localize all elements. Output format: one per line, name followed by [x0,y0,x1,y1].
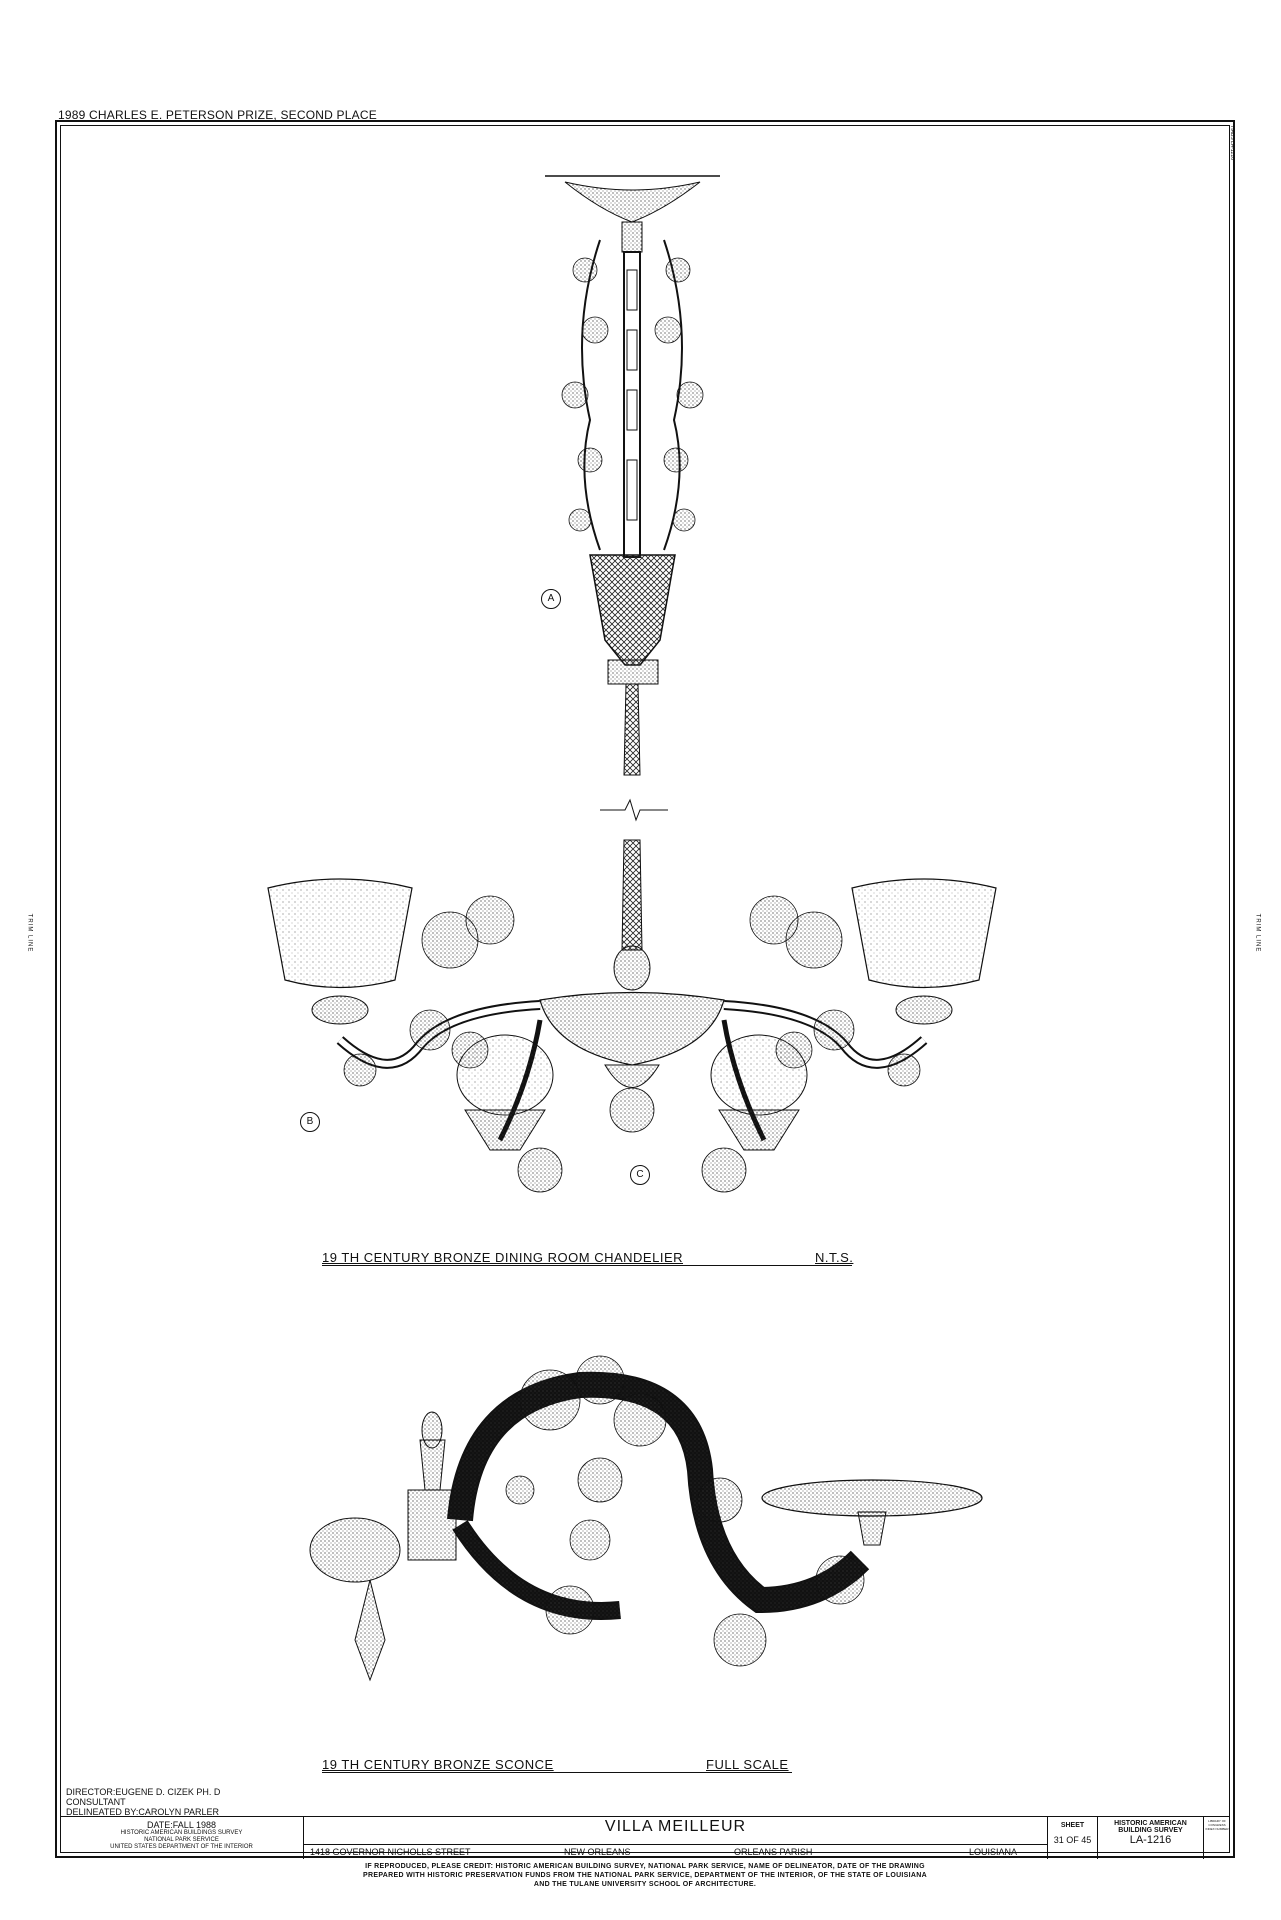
caption-underline [322,1265,852,1266]
drawing-border [55,120,1235,1858]
library-cell: LIBRARY OF CONGRESS INDEX NUMBER [1204,1817,1230,1859]
agency-cell: DATE:FALL 1988 HISTORIC AMERICAN BUILDIN… [60,1817,304,1859]
title-block: DATE:FALL 1988 HISTORIC AMERICAN BUILDIN… [60,1816,1230,1859]
sheet-number: 31 OF 45 [1053,1835,1092,1845]
notice-line: AND THE TULANE UNIVERSITY SCHOOL OF ARCH… [533,1881,757,1888]
parish: ORLEANS PARISH [734,1847,813,1857]
date-text: DATE:FALL 1988 [146,1820,217,1830]
project-title: VILLA MEILLEUR [604,1818,747,1835]
city: NEW ORLEANS [564,1847,631,1857]
state: LOUISIANA [969,1847,1018,1857]
reproduction-notice: IF REPRODUCED, PLEASE CREDIT: HISTORIC A… [60,1862,1230,1889]
notice-line: IF REPRODUCED, PLEASE CREDIT: HISTORIC A… [365,1863,925,1870]
sconce-caption: 19 TH CENTURY BRONZE SCONCE [322,1757,554,1772]
chandelier-scale: N.T.S. [815,1250,854,1265]
detail-label-c: C [630,1165,650,1185]
consultant-credit: CONSULTANT [66,1797,126,1807]
sheet-label: SHEET [1060,1822,1085,1829]
habs-line: BUILDING SURVEY [1118,1827,1183,1834]
director-credit: DIRECTOR:EUGENE D. CIZEK PH. D [66,1787,221,1797]
credits-block: DIRECTOR:EUGENE D. CIZEK PH. D CONSULTAN… [66,1787,220,1817]
address-row: 1418 GOVERNOR NICHOLLS STREET NEW ORLEAN… [304,1844,1047,1859]
agency-line: NATIONAL PARK SERVICE [144,1837,219,1843]
chandelier-stem-drawing [545,175,720,822]
detail-label-b: B [300,1112,320,1132]
street-address: 1418 GOVERNOR NICHOLLS STREET [310,1847,471,1857]
agency-line: HISTORIC AMERICAN BUILDINGS SURVEY [120,1830,243,1836]
detail-label-a: A [541,589,561,609]
caption-underline [322,1772,792,1773]
project-cell: VILLA MEILLEUR 1418 GOVERNOR NICHOLLS ST… [304,1817,1048,1859]
habs-cell: HISTORIC AMERICAN BUILDING SURVEY LA-121… [1098,1817,1204,1859]
notice-line: PREPARED WITH HISTORIC PRESERVATION FUND… [363,1872,927,1879]
sconce-scale: FULL SCALE [706,1757,789,1772]
habs-line: HISTORIC AMERICAN [1114,1820,1187,1827]
sheet-cell: SHEET 31 OF 45 [1048,1817,1098,1859]
habs-number: LA-1216 [1129,1834,1172,1846]
library-index-label: LIBRARY OF CONGRESS INDEX NUMBER [1205,1819,1229,1831]
agency-line: UNITED STATES DEPARTMENT OF THE INTERIOR [110,1844,253,1850]
sconce-drawing [309,1355,983,1682]
delineator-credit: DELINEATED BY:CAROLYN PARLER [66,1807,220,1817]
chandelier-caption: 19 TH CENTURY BRONZE DINING ROOM CHANDEL… [322,1250,683,1265]
drawing-inner-border [60,125,1230,1853]
prize-heading: 1989 CHARLES E. PETERSON PRIZE, SECOND P… [58,108,377,122]
chandelier-body-drawing [267,839,997,1193]
